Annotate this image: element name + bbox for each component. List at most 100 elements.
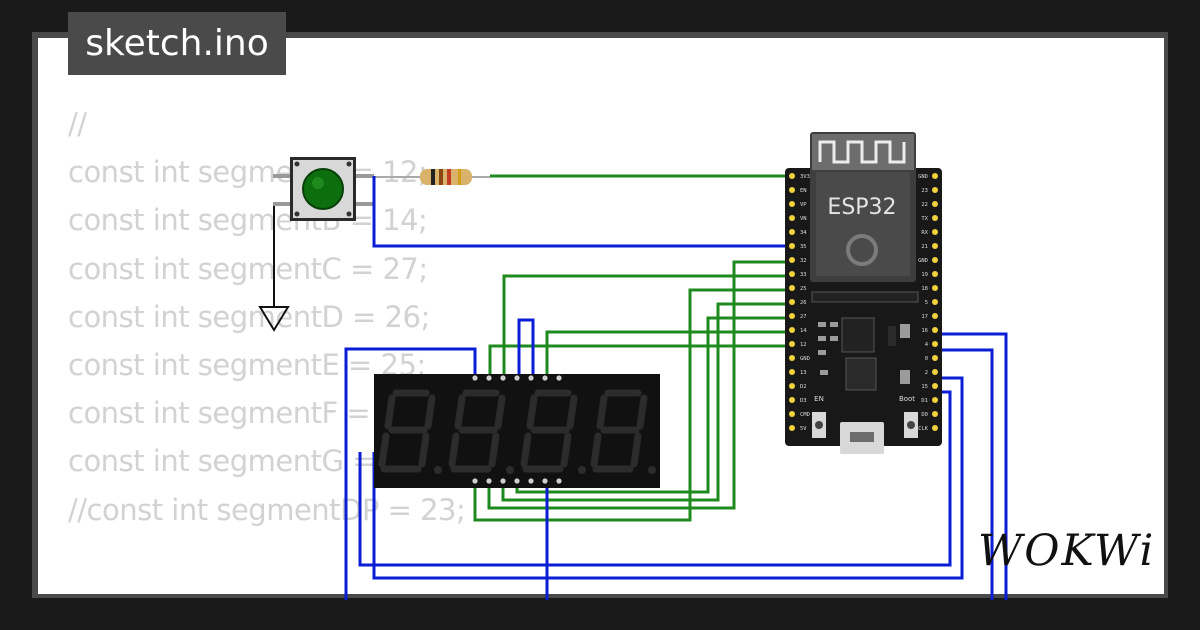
right-pin-label: 19	[921, 272, 928, 278]
right-pin[interactable]	[932, 243, 938, 249]
left-pin-header: 3V3ENVPVN343532332526271412GND13D2D3CMD5…	[789, 173, 810, 432]
left-pin-label: 34	[800, 230, 807, 236]
right-pin-label: 4	[925, 342, 929, 348]
right-pin[interactable]	[932, 271, 938, 277]
right-pin[interactable]	[932, 187, 938, 193]
usb-port	[840, 422, 884, 454]
segments	[378, 389, 648, 473]
right-pin-label: 5	[925, 300, 928, 306]
wire-green-g	[488, 344, 792, 374]
right-pin[interactable]	[932, 313, 938, 319]
left-pin-label: D2	[800, 384, 807, 390]
right-pin[interactable]	[932, 341, 938, 347]
left-pin-label: 12	[800, 342, 807, 348]
left-pin[interactable]	[789, 411, 795, 417]
right-pin-label: TX	[921, 216, 928, 222]
left-pin[interactable]	[789, 215, 795, 221]
left-pin-label: 13	[800, 370, 807, 376]
right-pin[interactable]	[932, 369, 938, 375]
wire-button-35	[372, 176, 792, 248]
code-line: //	[68, 582, 465, 594]
esp32-board[interactable]: ESP32 EN Boot 3V3ENVPVN34353233252627141…	[785, 132, 942, 454]
boot-button[interactable]	[904, 412, 918, 438]
right-pin-label: 23	[921, 188, 928, 194]
left-pin[interactable]	[789, 299, 795, 305]
right-pin[interactable]	[932, 425, 938, 431]
left-pin[interactable]	[789, 229, 795, 235]
left-pin[interactable]	[789, 243, 795, 249]
left-pin-label: 26	[800, 300, 807, 306]
right-pin-label: GND	[918, 258, 928, 264]
right-pin[interactable]	[932, 285, 938, 291]
right-pin[interactable]	[932, 327, 938, 333]
code-line: const int segmentE = 25;	[68, 347, 426, 382]
right-pin-label: 18	[921, 286, 928, 292]
left-pin-label: EN	[800, 188, 807, 194]
left-pin-label: 25	[800, 286, 807, 292]
right-pin-label: GND	[918, 174, 928, 180]
wire-blue-c	[372, 376, 964, 580]
left-pin[interactable]	[789, 285, 795, 291]
right-pin-label: 22	[921, 202, 928, 208]
left-pin-label: CMD	[800, 412, 810, 418]
left-pin[interactable]	[789, 341, 795, 347]
right-pin-label: 15	[921, 384, 928, 390]
right-pin-label: 17	[921, 314, 928, 320]
left-pin-label: 3V3	[800, 174, 810, 180]
right-pin[interactable]	[932, 173, 938, 179]
resistor[interactable]	[374, 169, 490, 185]
wire-green-f	[545, 330, 792, 374]
right-pin[interactable]	[932, 201, 938, 207]
en-button[interactable]	[812, 412, 826, 438]
right-pin-label: D1	[921, 398, 928, 404]
right-pin[interactable]	[932, 257, 938, 263]
code-line: const int segmentD = 26;	[68, 299, 430, 334]
left-pin[interactable]	[789, 187, 795, 193]
left-pin[interactable]	[789, 397, 795, 403]
left-pin-label: 14	[800, 328, 807, 334]
left-pin[interactable]	[789, 271, 795, 277]
right-pin-label: D0	[921, 412, 928, 418]
wire-blue-b	[928, 348, 994, 600]
left-pin[interactable]	[789, 173, 795, 179]
left-pin[interactable]	[789, 369, 795, 375]
code-line: //const int segmentDP = 23;	[68, 492, 466, 527]
left-pin[interactable]	[789, 355, 795, 361]
wokwi-logo: WOKWi	[978, 526, 1156, 576]
left-pin[interactable]	[789, 201, 795, 207]
code-line: const int segmentB = 14;	[68, 203, 428, 238]
boot-label: Boot	[899, 395, 915, 403]
right-pin[interactable]	[932, 411, 938, 417]
right-pin-label: 16	[921, 328, 928, 334]
left-pin-label: 32	[800, 258, 807, 264]
wire-blue-d	[358, 390, 952, 567]
code-line: //	[68, 107, 87, 141]
wires	[344, 174, 1008, 600]
board-label: ESP32	[827, 195, 896, 220]
right-pin[interactable]	[932, 355, 938, 361]
seven-segment-display[interactable]	[374, 374, 660, 488]
right-pin-label: RX	[921, 230, 928, 236]
right-pin[interactable]	[932, 383, 938, 389]
right-pin[interactable]	[932, 299, 938, 305]
left-pin[interactable]	[789, 257, 795, 263]
right-pin-label: 0	[925, 356, 928, 362]
en-label: EN	[814, 395, 824, 403]
wire-green-b	[487, 260, 792, 510]
left-pin[interactable]	[789, 425, 795, 431]
file-tab[interactable]: sketch.ino	[68, 12, 286, 75]
pushbutton[interactable]	[273, 157, 374, 221]
right-pin[interactable]	[932, 229, 938, 235]
left-pin[interactable]	[789, 327, 795, 333]
wire-green-d	[501, 302, 792, 502]
left-pin-label: VP	[800, 202, 807, 208]
right-pin[interactable]	[932, 397, 938, 403]
ground-symbol	[258, 202, 290, 332]
code-line: const int segmentC = 27;	[68, 251, 428, 286]
right-pin[interactable]	[932, 215, 938, 221]
left-pin[interactable]	[789, 383, 795, 389]
right-pin-label: CLK	[918, 426, 929, 432]
wire-blue-f	[517, 318, 535, 374]
left-pin[interactable]	[789, 313, 795, 319]
